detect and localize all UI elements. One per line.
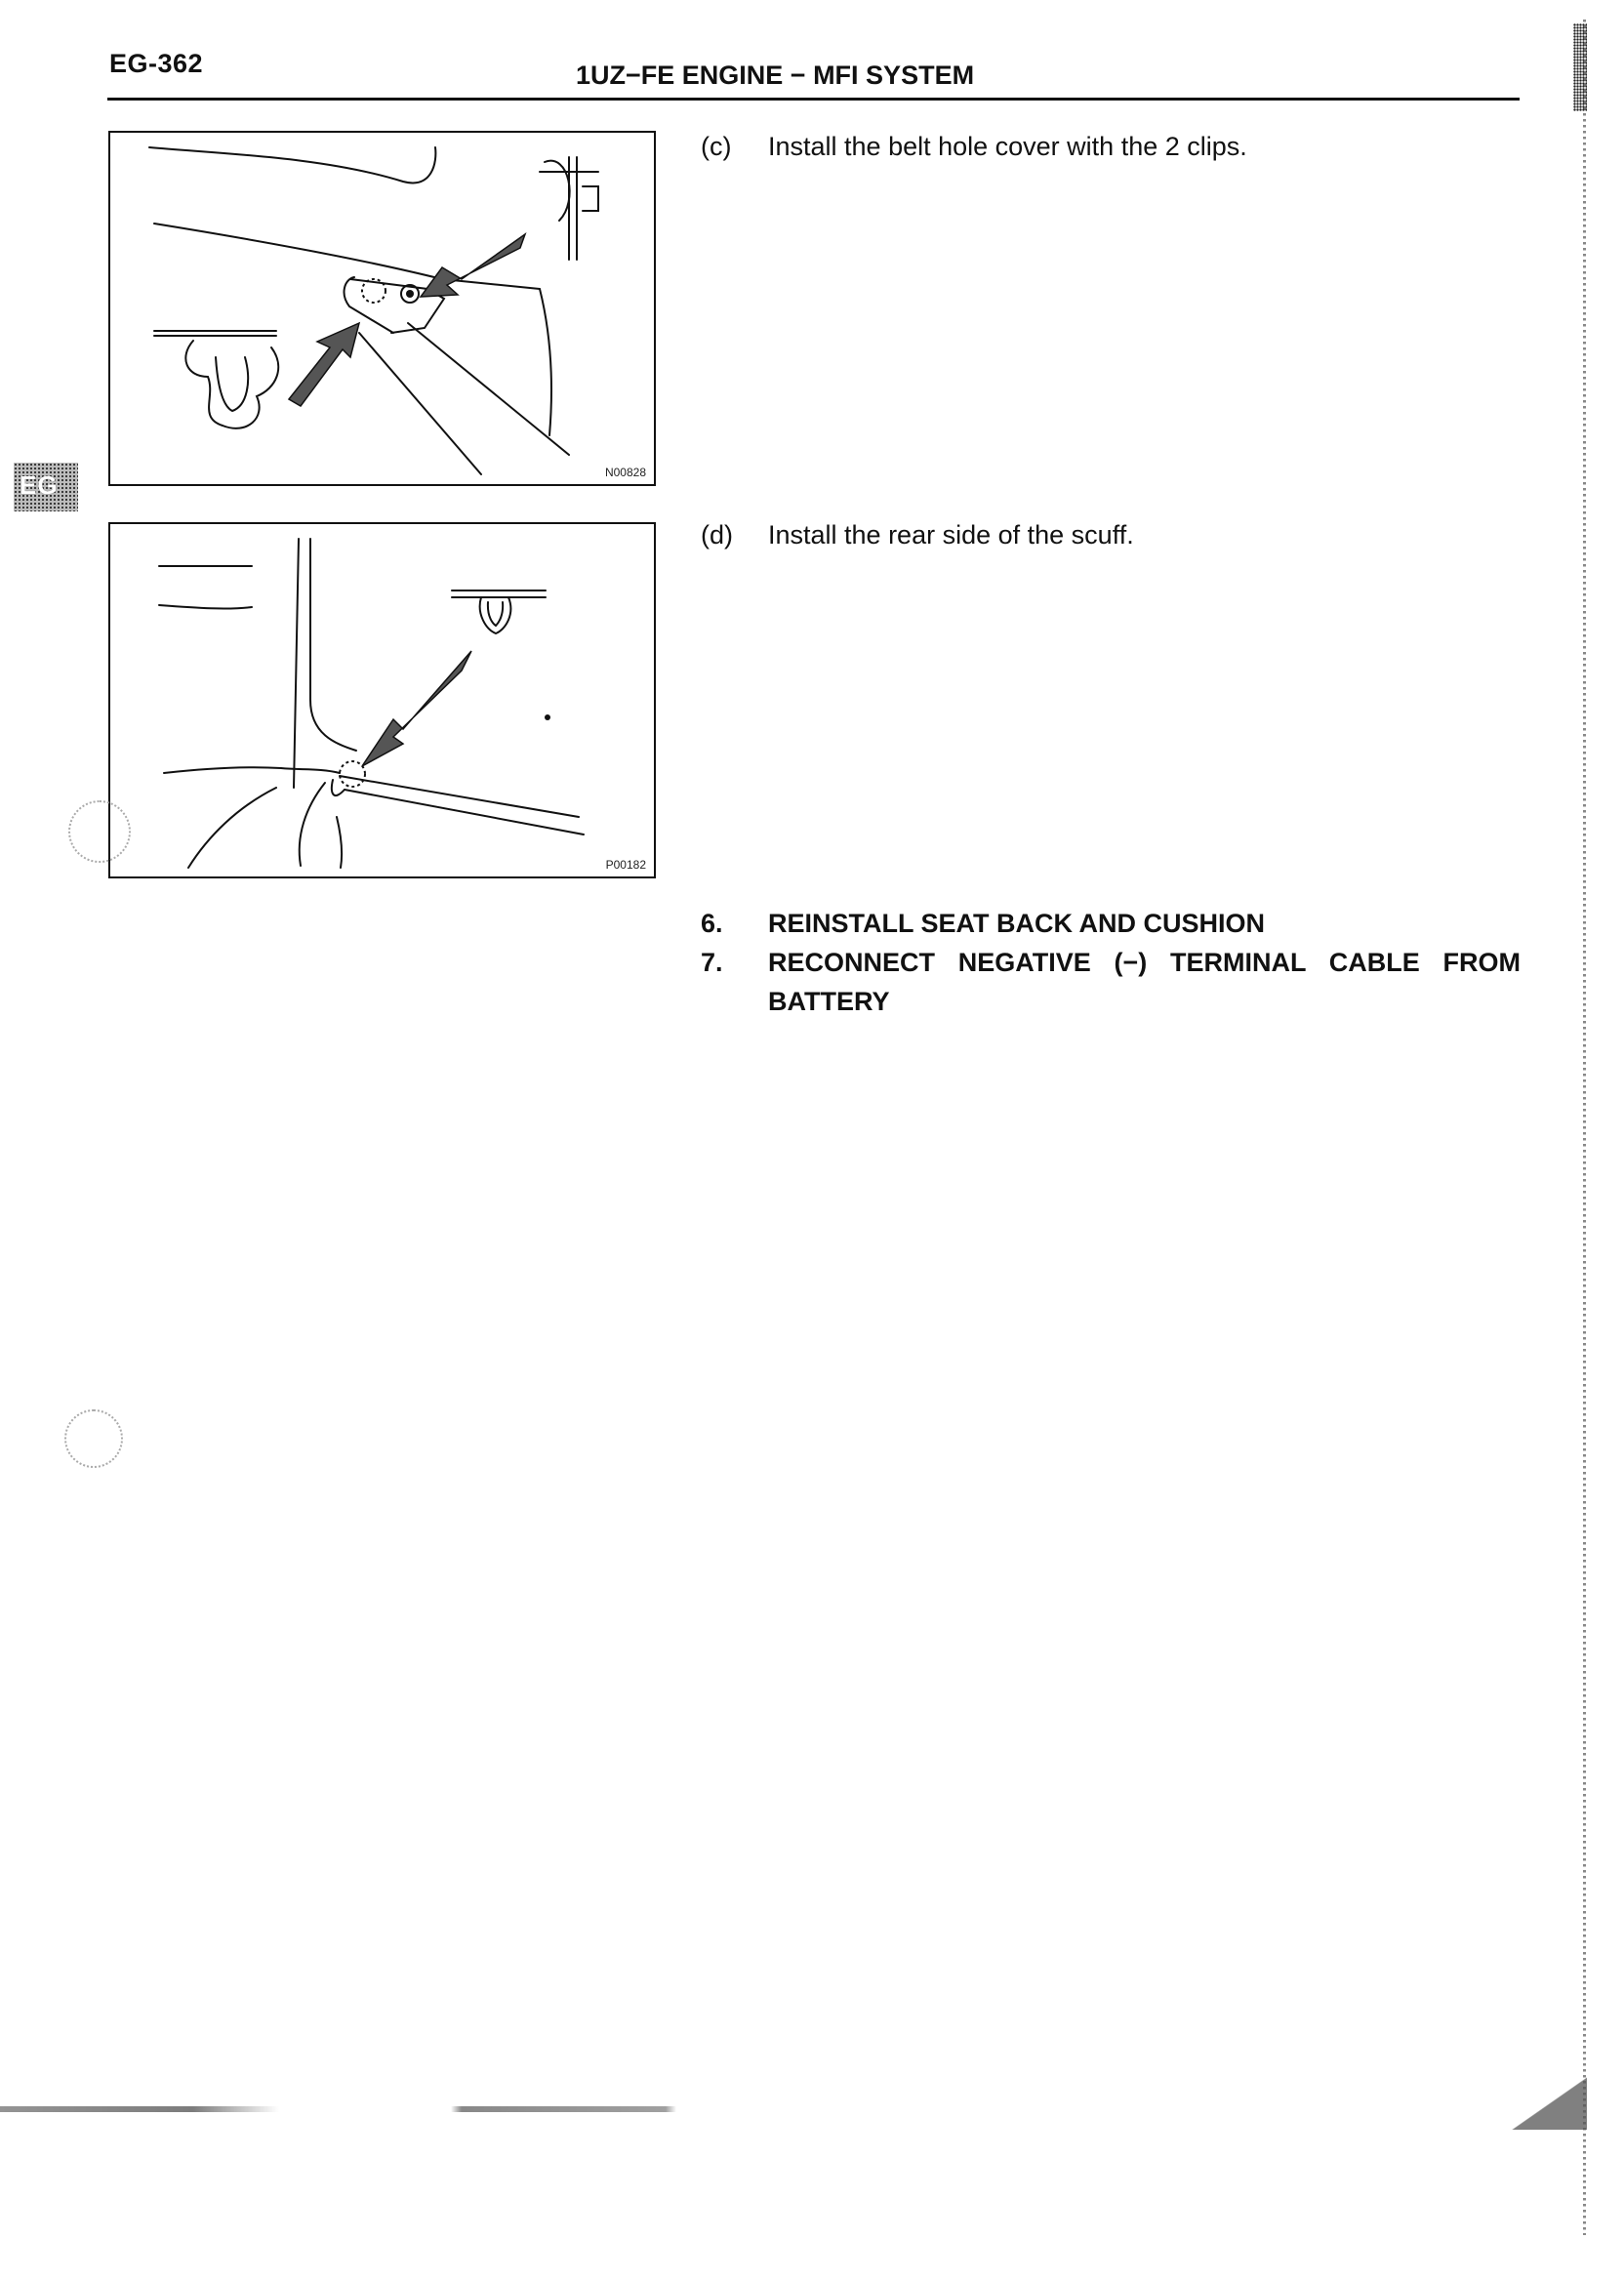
step-marker: (d) [701, 520, 733, 550]
header-rule [107, 98, 1520, 101]
punch-hole-mark [64, 1409, 123, 1468]
main-step-7: 7. RECONNECT NEGATIVE (−) TERMINAL CABLE… [701, 943, 1521, 1021]
figure-belt-hole-cover: N00828 [108, 131, 656, 486]
page-corner-shadow [1573, 23, 1587, 111]
main-step-6: 6. REINSTALL SEAT BACK AND CUSHION [701, 904, 1521, 943]
figure-code: P00182 [605, 858, 646, 872]
step-marker: (c) [701, 132, 732, 161]
step-text: Install the rear side of the scuff. [768, 520, 1134, 550]
main-step-number: 6. [701, 909, 723, 938]
page-edge-shadow [1583, 20, 1586, 2235]
main-step-text: REINSTALL SEAT BACK AND CUSHION [768, 909, 1266, 938]
rear-scuff-illustration [158, 538, 585, 869]
section-tab-label: EG [20, 470, 59, 500]
page-corner-shadow [1503, 2071, 1587, 2130]
section-tab: EG [14, 463, 78, 511]
page-number: EG-362 [109, 49, 204, 78]
scan-smudge [0, 2106, 1074, 2112]
main-step-number: 7. [701, 948, 723, 977]
belt-hole-cover-illustration [148, 146, 599, 475]
page-title: 1UZ−FE ENGINE − MFI SYSTEM [576, 61, 975, 90]
main-step-text: RECONNECT NEGATIVE (−) TERMINAL CABLE FR… [768, 948, 1521, 1016]
punch-hole-mark [68, 800, 131, 863]
step-d: (d) Install the rear side of the scuff. [701, 515, 1521, 554]
step-c: (c) Install the belt hole cover with the… [701, 127, 1521, 166]
figure-rear-scuff: P00182 [108, 522, 656, 878]
step-text: Install the belt hole cover with the 2 c… [768, 132, 1247, 161]
figure-code: N00828 [604, 466, 646, 479]
